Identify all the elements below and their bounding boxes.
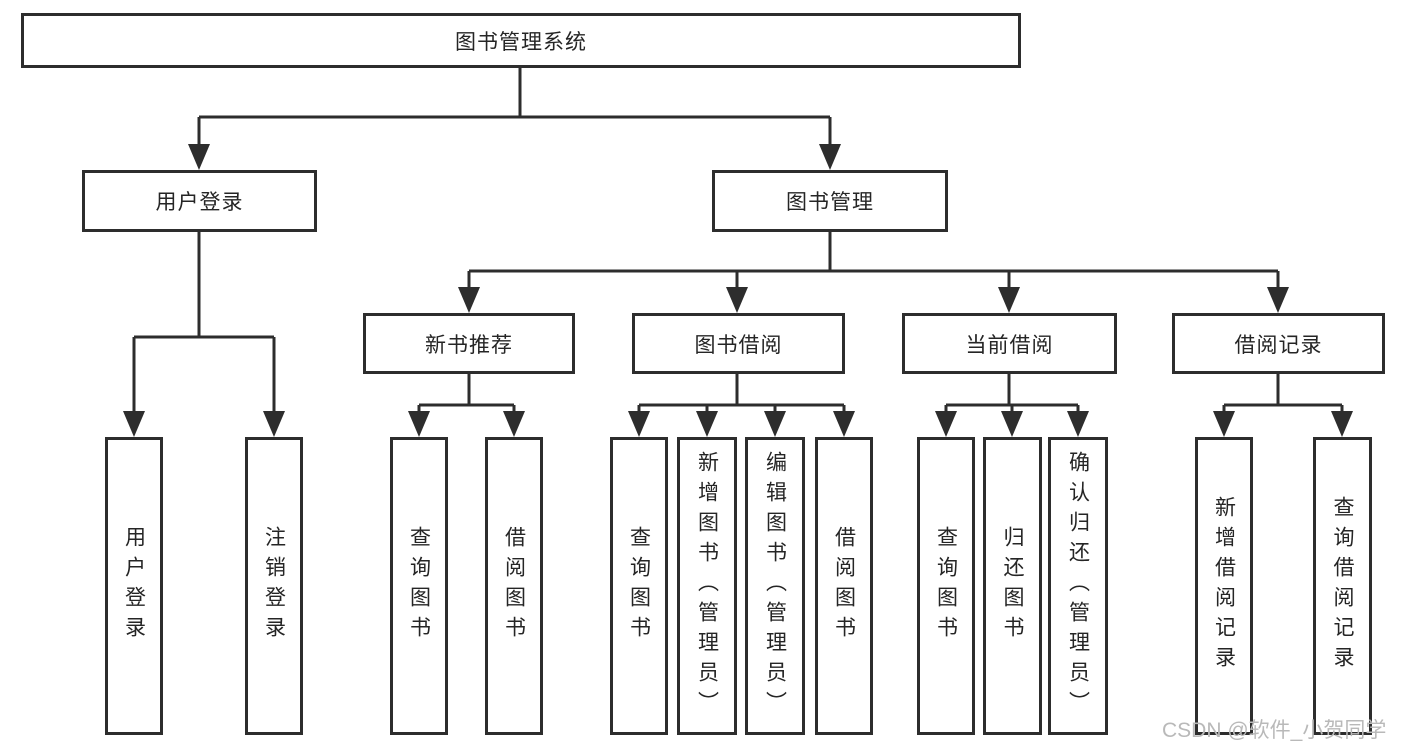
node-return-books: 归还图书 [983, 437, 1042, 735]
node-edit-book-admin: 编辑图书（管理员） [745, 437, 805, 735]
node-query-borrow-record-label: 查询借阅记录 [1331, 496, 1354, 676]
node-borrow-books-recommend: 借阅图书 [485, 437, 543, 735]
node-query-borrow-record: 查询借阅记录 [1313, 437, 1372, 735]
node-book-borrow-label: 图书借阅 [694, 333, 783, 357]
node-add-book-admin-label: 新增图书（管理员） [695, 451, 719, 721]
node-confirm-return-admin: 确认归还（管理员） [1048, 437, 1108, 735]
node-query-books-current: 查询图书 [917, 437, 975, 735]
node-new-book-recommend: 新书推荐 [363, 313, 575, 374]
node-borrow-records: 借阅记录 [1172, 313, 1385, 374]
node-return-books-label: 归还图书 [1001, 526, 1024, 646]
node-current-borrow: 当前借阅 [902, 313, 1117, 374]
node-borrow-records-label: 借阅记录 [1234, 333, 1323, 357]
node-user-login: 用户登录 [105, 437, 163, 735]
node-user-login-group: 用户登录 [82, 170, 317, 232]
node-root: 图书管理系统 [21, 13, 1021, 68]
node-book-management: 图书管理 [712, 170, 948, 232]
node-borrow-books-recommend-label: 借阅图书 [502, 526, 526, 646]
node-borrow-books-borrow-label: 借阅图书 [832, 526, 856, 646]
node-user-login-group-label: 用户登录 [155, 191, 244, 214]
node-query-books-current-label: 查询图书 [934, 526, 958, 646]
node-confirm-return-admin-label: 确认归还（管理员） [1066, 451, 1090, 721]
node-new-book-recommend-label: 新书推荐 [425, 333, 513, 357]
node-query-books-recommend-label: 查询图书 [407, 526, 431, 646]
node-book-management-label: 图书管理 [786, 191, 874, 214]
node-logout-label: 注销登录 [262, 526, 286, 646]
node-book-borrow: 图书借阅 [632, 313, 845, 374]
node-add-book-admin: 新增图书（管理员） [677, 437, 737, 735]
node-add-borrow-record: 新增借阅记录 [1195, 437, 1253, 735]
node-edit-book-admin-label: 编辑图书（管理员） [763, 451, 787, 721]
node-add-borrow-record-label: 新增借阅记录 [1212, 496, 1236, 676]
node-borrow-books-borrow: 借阅图书 [815, 437, 873, 735]
watermark-text: CSDN @软件_小贺同学 [1162, 719, 1387, 742]
node-current-borrow-label: 当前借阅 [965, 333, 1054, 357]
node-query-books-borrow: 查询图书 [610, 437, 668, 735]
node-query-books-recommend: 查询图书 [390, 437, 448, 735]
node-logout: 注销登录 [245, 437, 303, 735]
node-root-label: 图书管理系统 [455, 30, 587, 54]
node-user-login-label: 用户登录 [122, 526, 146, 646]
node-query-books-borrow-label: 查询图书 [627, 526, 651, 646]
